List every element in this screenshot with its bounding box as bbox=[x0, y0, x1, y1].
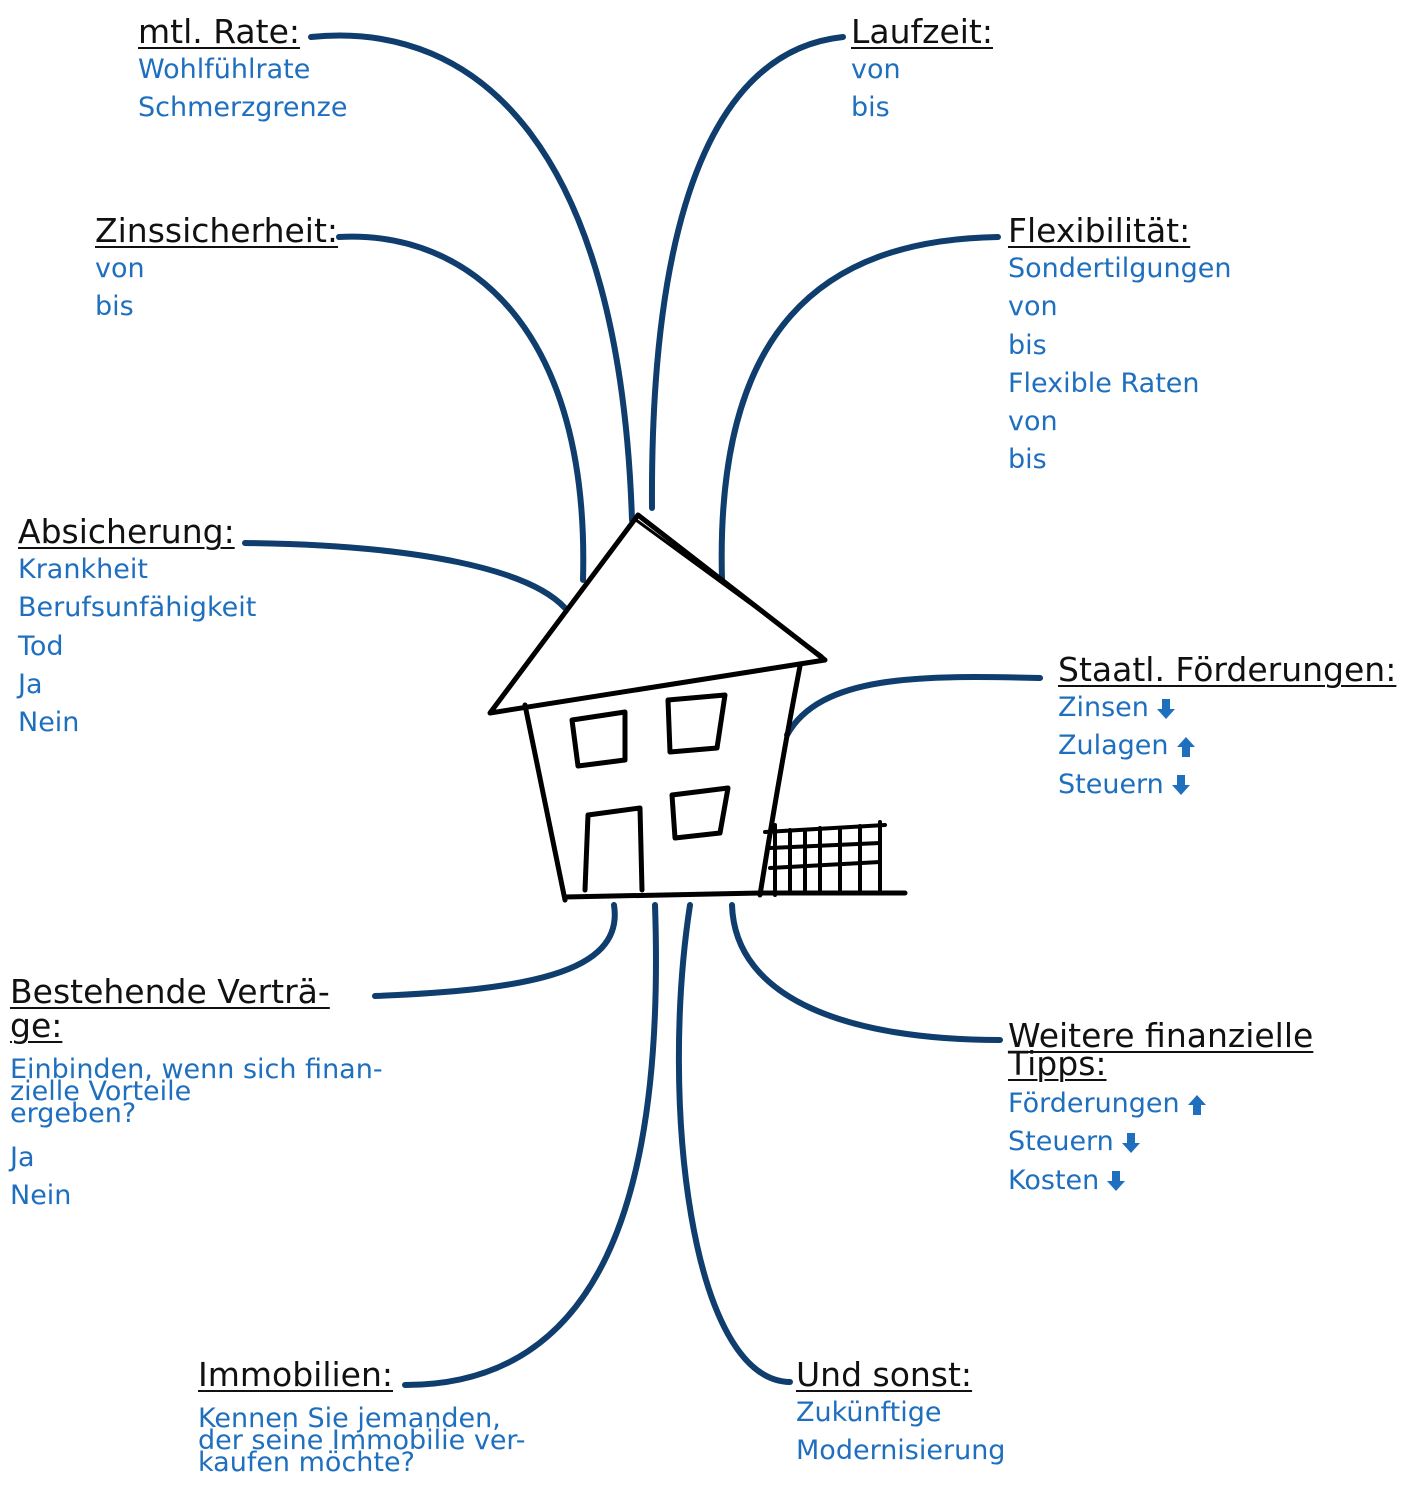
node-title-und-sonst: Und sonst: bbox=[796, 1355, 973, 1394]
list-item: von bbox=[851, 54, 901, 85]
list-item: Modernisierung bbox=[796, 1435, 1006, 1467]
list-item: Zulagen bbox=[1058, 727, 1396, 765]
list-item: Zinsen bbox=[1058, 689, 1396, 727]
node-bestehende-vertraege: Bestehende Verträ- ge: Einbinden, wenn s… bbox=[10, 973, 410, 1216]
list-item: Förderungen bbox=[1008, 1085, 1338, 1123]
node-laufzeit: Laufzeit: von bis bbox=[851, 13, 993, 128]
arrow-up-icon bbox=[1176, 736, 1195, 757]
list-item: bis bbox=[1008, 444, 1047, 476]
list-item: Tod bbox=[18, 630, 64, 662]
connector-lines bbox=[242, 32, 1043, 1388]
question-line: der seine Immobilie ver- bbox=[198, 1425, 526, 1456]
list-item: Zukünftige bbox=[796, 1397, 942, 1428]
node-title-vertraege-line2: ge: bbox=[10, 1006, 63, 1045]
node-staatl-foerderungen: Staatl. Förderungen: Zinsen Zulagen Steu… bbox=[1058, 651, 1396, 804]
list-item-label: Steuern bbox=[1058, 768, 1164, 800]
question-line: kaufen möchte? bbox=[198, 1447, 415, 1478]
connector-zins bbox=[336, 233, 587, 583]
list-item: von bbox=[1008, 291, 1058, 323]
node-rate: mtl. Rate: Wohlfühlrate Schmerzgrenze bbox=[138, 13, 347, 128]
node-title-absicherung: Absicherung: bbox=[18, 512, 235, 551]
connector-flex bbox=[718, 234, 1001, 583]
list-item-label: Kosten bbox=[1008, 1164, 1100, 1196]
list-item: Ja bbox=[10, 1142, 35, 1173]
arrow-down-icon bbox=[1107, 1171, 1126, 1192]
node-title-staatl-foerderungen: Staatl. Förderungen: bbox=[1058, 650, 1397, 689]
list-item: Krankheit bbox=[18, 554, 148, 585]
node-title-vertraege-line1: Bestehende Verträ- bbox=[10, 972, 330, 1011]
list-item: von bbox=[1008, 406, 1058, 438]
question-line: zielle Vorteile bbox=[10, 1076, 192, 1107]
node-zinssicherheit: Zinssicherheit: von bis bbox=[95, 212, 338, 327]
list-item: Steuern bbox=[1058, 766, 1396, 804]
list-item: bis bbox=[851, 92, 890, 124]
node-weitere-tipps: Weitere finanzielle Tipps: Förderungen S… bbox=[1008, 1017, 1338, 1200]
connector-absicherung bbox=[242, 540, 568, 611]
node-title-flexibilitaet: Flexibilität: bbox=[1008, 211, 1191, 250]
list-item: bis bbox=[95, 291, 134, 323]
connector-rate bbox=[308, 32, 635, 523]
arrow-up-icon bbox=[1187, 1094, 1206, 1115]
node-title-tipps-line1: Weitere finanzielle bbox=[1008, 1016, 1314, 1055]
node-title-tipps-line2: Tipps: bbox=[1008, 1044, 1107, 1083]
question-line: ergeben? bbox=[10, 1098, 137, 1129]
node-absicherung: Absicherung: Krankheit Berufsunfähigkeit… bbox=[18, 513, 256, 742]
node-flexibilitaet: Flexibilität: Sondertilgungen von bis Fl… bbox=[1008, 212, 1231, 480]
arrow-down-icon bbox=[1171, 775, 1190, 796]
list-item-label: Steuern bbox=[1008, 1126, 1114, 1158]
list-item: von bbox=[95, 253, 145, 284]
list-item: Steuern bbox=[1008, 1123, 1338, 1161]
connector-sonst bbox=[675, 902, 793, 1385]
node-title-rate: mtl. Rate: bbox=[138, 12, 301, 51]
node-und-sonst: Und sonst: Zukünftige Modernisierung bbox=[796, 1356, 1005, 1471]
list-item: Sondertilgungen bbox=[1008, 253, 1232, 284]
list-item: Flexible Raten bbox=[1008, 367, 1200, 399]
question-line: Kennen Sie jemanden, bbox=[198, 1403, 501, 1434]
node-title-zinssicherheit: Zinssicherheit: bbox=[95, 211, 339, 250]
list-item-label: Zulagen bbox=[1058, 730, 1169, 762]
arrow-down-icon bbox=[1156, 698, 1175, 719]
list-item: Kosten bbox=[1008, 1162, 1338, 1200]
connector-staat bbox=[784, 674, 1043, 738]
house-sketch-icon bbox=[487, 512, 908, 903]
node-title-laufzeit: Laufzeit: bbox=[851, 12, 993, 51]
list-item: bis bbox=[1008, 329, 1047, 361]
node-immobilien: Immobilien: Kennen Sie jemanden, der sei… bbox=[198, 1355, 578, 1478]
arrow-down-icon bbox=[1121, 1132, 1140, 1153]
list-item-label: Förderungen bbox=[1008, 1088, 1180, 1119]
list-item: Nein bbox=[10, 1180, 72, 1212]
list-item: Ja bbox=[18, 668, 43, 700]
connector-tipps bbox=[729, 902, 1003, 1043]
list-item: Schmerzgrenze bbox=[138, 92, 348, 124]
list-item-label: Zinsen bbox=[1058, 692, 1149, 723]
connector-vertraege bbox=[372, 902, 618, 999]
question-line: Einbinden, wenn sich finan- bbox=[10, 1054, 383, 1085]
list-item: Berufsunfähigkeit bbox=[18, 592, 257, 624]
connector-laufzeit bbox=[648, 34, 846, 511]
node-title-immobilien: Immobilien: bbox=[198, 1355, 394, 1394]
list-item: Wohlfühlrate bbox=[138, 54, 311, 85]
list-item: Nein bbox=[18, 707, 80, 739]
connector-immobilien bbox=[402, 902, 659, 1388]
